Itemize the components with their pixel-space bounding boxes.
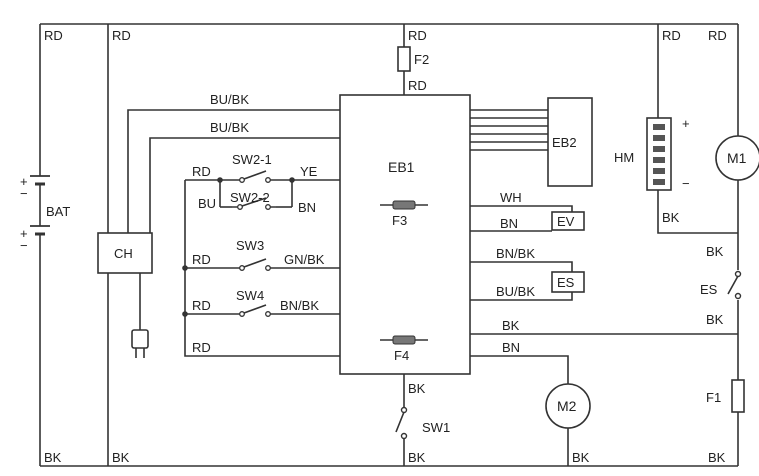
- label-m1: M1: [727, 150, 747, 166]
- label-bn-ev: BN: [500, 216, 518, 231]
- f3-fuse: [380, 200, 428, 210]
- label-rd-sw4: RD: [192, 298, 211, 313]
- label-ye: YE: [300, 164, 318, 179]
- label-gn-bk: GN/BK: [284, 252, 325, 267]
- sw3-switch: [239, 258, 271, 271]
- eb2-module: [547, 97, 593, 187]
- bn-m2-wire: [470, 355, 569, 384]
- bu-bk-es-wire: [470, 292, 573, 301]
- label-rd-tl2: RD: [112, 28, 131, 43]
- label-bk-b3: BK: [408, 450, 426, 465]
- label-bu: BU: [198, 196, 216, 211]
- sw1-switch: [395, 406, 408, 440]
- label-bu-bk-1: BU/BK: [210, 92, 249, 107]
- label-bk-eb1: BK: [408, 381, 426, 396]
- hm-minus-wire: [657, 190, 738, 234]
- label-sw1: SW1: [422, 420, 450, 435]
- label-bat-minus2: −: [20, 238, 28, 253]
- label-hm-plus: +: [682, 116, 690, 131]
- label-bat: BAT: [46, 204, 70, 219]
- label-f2: F2: [414, 52, 429, 67]
- labels: RD RD RD F2 RD RD RD BU/BK BU/BK EB1 F3 …: [20, 28, 747, 465]
- label-rd-tl: RD: [44, 28, 63, 43]
- f1-fuse: [731, 379, 745, 413]
- label-bk-b4: BK: [572, 450, 590, 465]
- m2-motor: [545, 383, 591, 429]
- sw2-2-switch: [232, 197, 276, 210]
- label-bat-plus1: +: [20, 174, 28, 189]
- label-rd-sw2: RD: [192, 164, 211, 179]
- label-sw3: SW3: [236, 238, 264, 253]
- label-rd-plug: RD: [192, 340, 211, 355]
- wires: [39, 23, 739, 467]
- label-bk-mid: BK: [502, 318, 520, 333]
- label-sw2-2: SW2-2: [230, 190, 270, 205]
- switch-rd-rail: [184, 180, 340, 357]
- f4-fuse: [380, 335, 428, 345]
- ev-box: [551, 211, 585, 231]
- label-rd-f2-bottom: RD: [408, 78, 427, 93]
- label-bk-b1: BK: [44, 450, 62, 465]
- label-rd-tr1: RD: [662, 28, 681, 43]
- es-box: [551, 271, 585, 293]
- label-eb2: EB2: [552, 135, 577, 150]
- label-hm-minus: −: [682, 176, 690, 191]
- label-bk-b5: BK: [708, 450, 726, 465]
- label-bn-sw2: BN: [298, 200, 316, 215]
- label-bn-bk-sw4: BN/BK: [280, 298, 319, 313]
- eb1-module: [339, 94, 471, 375]
- label-eb1: EB1: [388, 159, 415, 175]
- sw2-1-switch: [239, 170, 271, 183]
- battery-symbol: [30, 168, 50, 250]
- label-sw2-1: SW2-1: [232, 152, 272, 167]
- label-bu-bk-2: BU/BK: [210, 120, 249, 135]
- label-bk-hm: BK: [662, 210, 680, 225]
- hm-heater: [646, 117, 672, 191]
- label-rd-sw3: RD: [192, 252, 211, 267]
- label-bk-m1: BK: [706, 244, 724, 259]
- label-bk-b2: BK: [112, 450, 130, 465]
- label-sw4: SW4: [236, 288, 264, 303]
- junction-dots: [182, 177, 295, 317]
- label-wh: WH: [500, 190, 522, 205]
- label-m2: M2: [557, 398, 577, 414]
- label-rd-tr2: RD: [708, 28, 727, 43]
- m1-motor: [715, 135, 759, 181]
- sw4-switch: [239, 304, 271, 317]
- label-es-box: ES: [557, 275, 575, 290]
- label-es-right: ES: [700, 282, 718, 297]
- label-bu-bk-es: BU/BK: [496, 284, 535, 299]
- wh-wire: [470, 205, 573, 212]
- es-right-switch: [727, 270, 742, 300]
- label-ev: EV: [557, 214, 575, 229]
- f2-fuse: [397, 46, 411, 72]
- label-hm: HM: [614, 150, 634, 165]
- bu-bk-wire-1: [127, 109, 340, 233]
- label-f4: F4: [394, 348, 409, 363]
- label-bn-m2: BN: [502, 340, 520, 355]
- bu-bk-wire-2: [149, 137, 340, 233]
- ch-charger: [97, 232, 153, 274]
- label-f1: F1: [706, 390, 721, 405]
- eb2-wires: [470, 109, 548, 151]
- label-f3: F3: [392, 213, 407, 228]
- label-bat-plus2: +: [20, 226, 28, 241]
- label-rd-f2-top: RD: [408, 28, 427, 43]
- label-bn-bk-es: BN/BK: [496, 246, 535, 261]
- bn-bk-es-wire: [470, 261, 573, 272]
- label-bat-minus1: −: [20, 186, 28, 201]
- label-bk-es-right: BK: [706, 312, 724, 327]
- plug-icon: [131, 329, 149, 358]
- label-ch: CH: [114, 246, 133, 261]
